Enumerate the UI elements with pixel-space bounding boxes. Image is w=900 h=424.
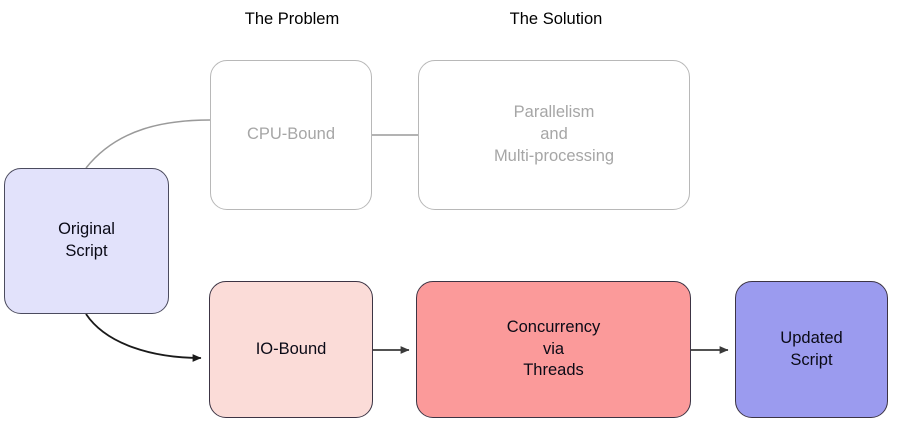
- node-concurrency[interactable]: Concurrency via Threads: [416, 281, 691, 418]
- node-original-script[interactable]: Original Script: [4, 168, 169, 314]
- node-original-script-label: Original Script: [58, 220, 115, 260]
- node-io-bound[interactable]: IO-Bound: [209, 281, 373, 418]
- edge-original-script-to-io-bound: [85, 313, 202, 362]
- node-cpu-bound[interactable]: CPU-Bound: [210, 60, 372, 210]
- node-io-bound-label: IO-Bound: [255, 339, 327, 358]
- edge-original-script-to-cpu-bound: [85, 119, 211, 169]
- node-concurrency-label: Concurrency via Threads: [506, 317, 601, 380]
- column-header-the-solution: The Solution: [509, 10, 603, 28]
- node-parallelism-label: Parallelism and Multi-processing: [493, 103, 615, 165]
- node-cpu-bound-label: CPU-Bound: [246, 125, 336, 144]
- node-parallelism[interactable]: Parallelism and Multi-processing: [418, 60, 690, 210]
- node-updated-script-label: Updated Script: [780, 328, 843, 369]
- node-updated-script[interactable]: Updated Script: [735, 281, 888, 418]
- column-header-the-problem: The Problem: [244, 10, 340, 28]
